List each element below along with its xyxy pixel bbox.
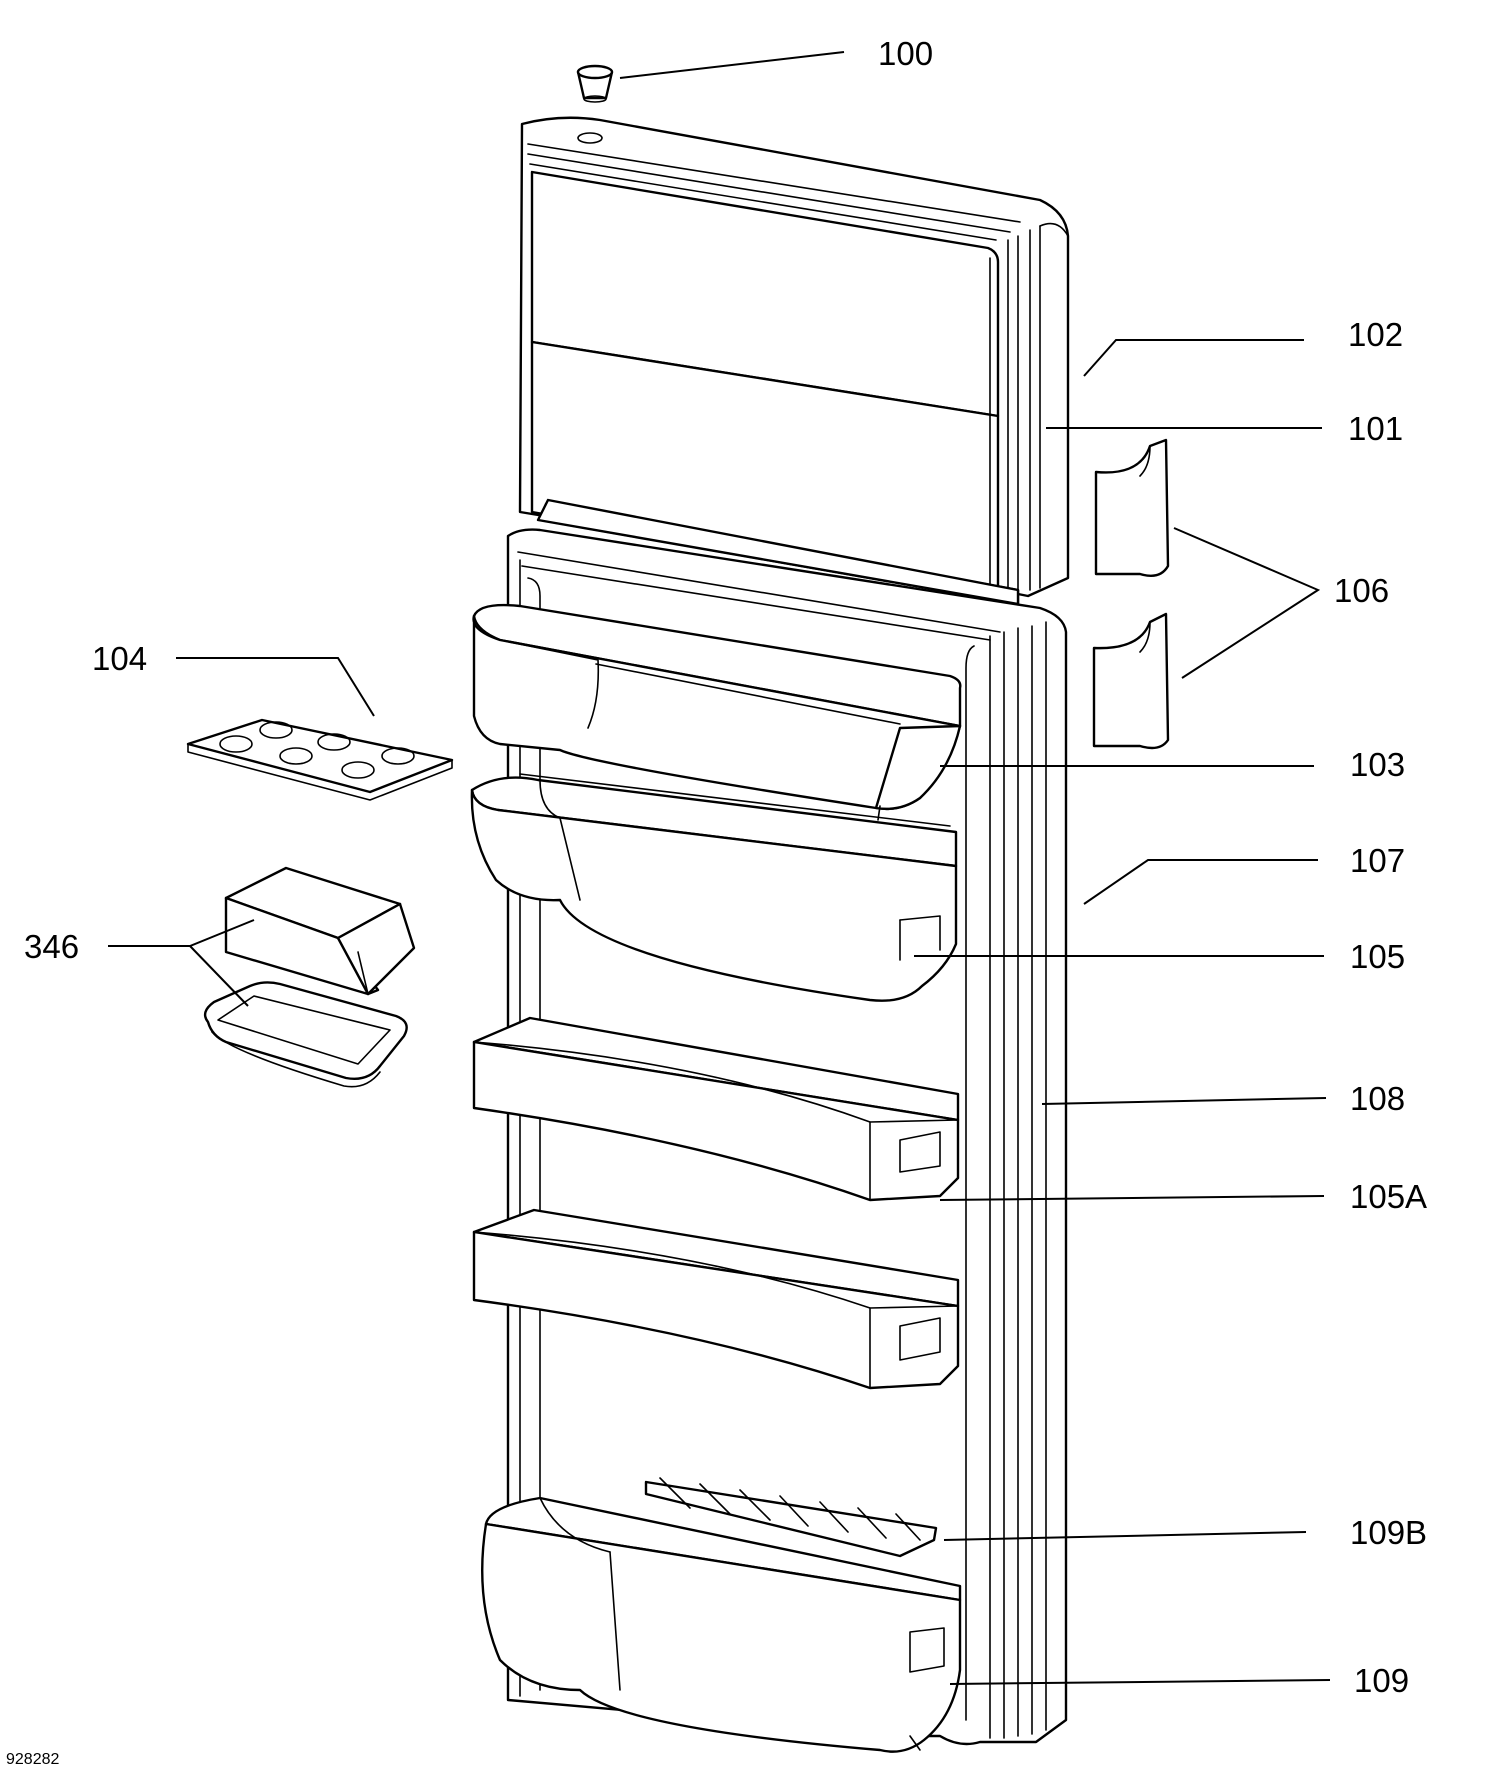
door-shelf-middle — [472, 1208, 960, 1390]
hinge-bushing-part — [576, 64, 614, 103]
door-handle-upper — [1094, 438, 1170, 577]
callout-106: 106 — [1334, 572, 1389, 609]
leader-line-105a — [939, 1195, 1325, 1201]
freezer-door — [518, 116, 1070, 606]
dairy-compartment-part — [472, 603, 962, 821]
callout-105a: 105A — [1350, 1178, 1427, 1215]
callout-107: 107 — [1350, 842, 1405, 879]
callout-108: 108 — [1350, 1080, 1405, 1117]
callout-109b: 109B — [1350, 1514, 1427, 1551]
callout-labels: 100 102 101 106 104 103 107 346 105 108 … — [6, 35, 1427, 1768]
leader-line-106 — [1173, 527, 1321, 679]
leader-line-108 — [1041, 1097, 1327, 1105]
egg-tray-part — [186, 718, 454, 801]
callout-102: 102 — [1348, 316, 1403, 353]
door-shelf-105 — [470, 773, 958, 1002]
leader-line-107 — [1083, 859, 1318, 905]
leader-line-346b — [189, 945, 249, 1007]
leader-lines — [108, 51, 1331, 1685]
callout-100: 100 — [878, 35, 933, 72]
leader-line-109 — [949, 1679, 1331, 1685]
callout-103: 103 — [1350, 746, 1405, 783]
leader-line-109b — [943, 1531, 1307, 1541]
callout-105: 105 — [1350, 938, 1405, 975]
butter-dish-part — [203, 866, 416, 1088]
callout-101: 101 — [1348, 410, 1403, 447]
leader-line-100 — [619, 51, 845, 79]
callout-104: 104 — [92, 640, 147, 677]
callout-109: 109 — [1354, 1662, 1409, 1699]
leader-line-104 — [176, 657, 375, 717]
callout-346: 346 — [24, 928, 79, 965]
bottle-retainer-rail-part — [644, 1477, 938, 1558]
leader-line-102 — [1083, 339, 1304, 377]
bottle-shelf-part — [481, 1496, 962, 1753]
door-handle-lower — [1092, 612, 1170, 750]
document-number: 928282 — [6, 1751, 59, 1768]
door-shelf-105A — [472, 1016, 960, 1202]
